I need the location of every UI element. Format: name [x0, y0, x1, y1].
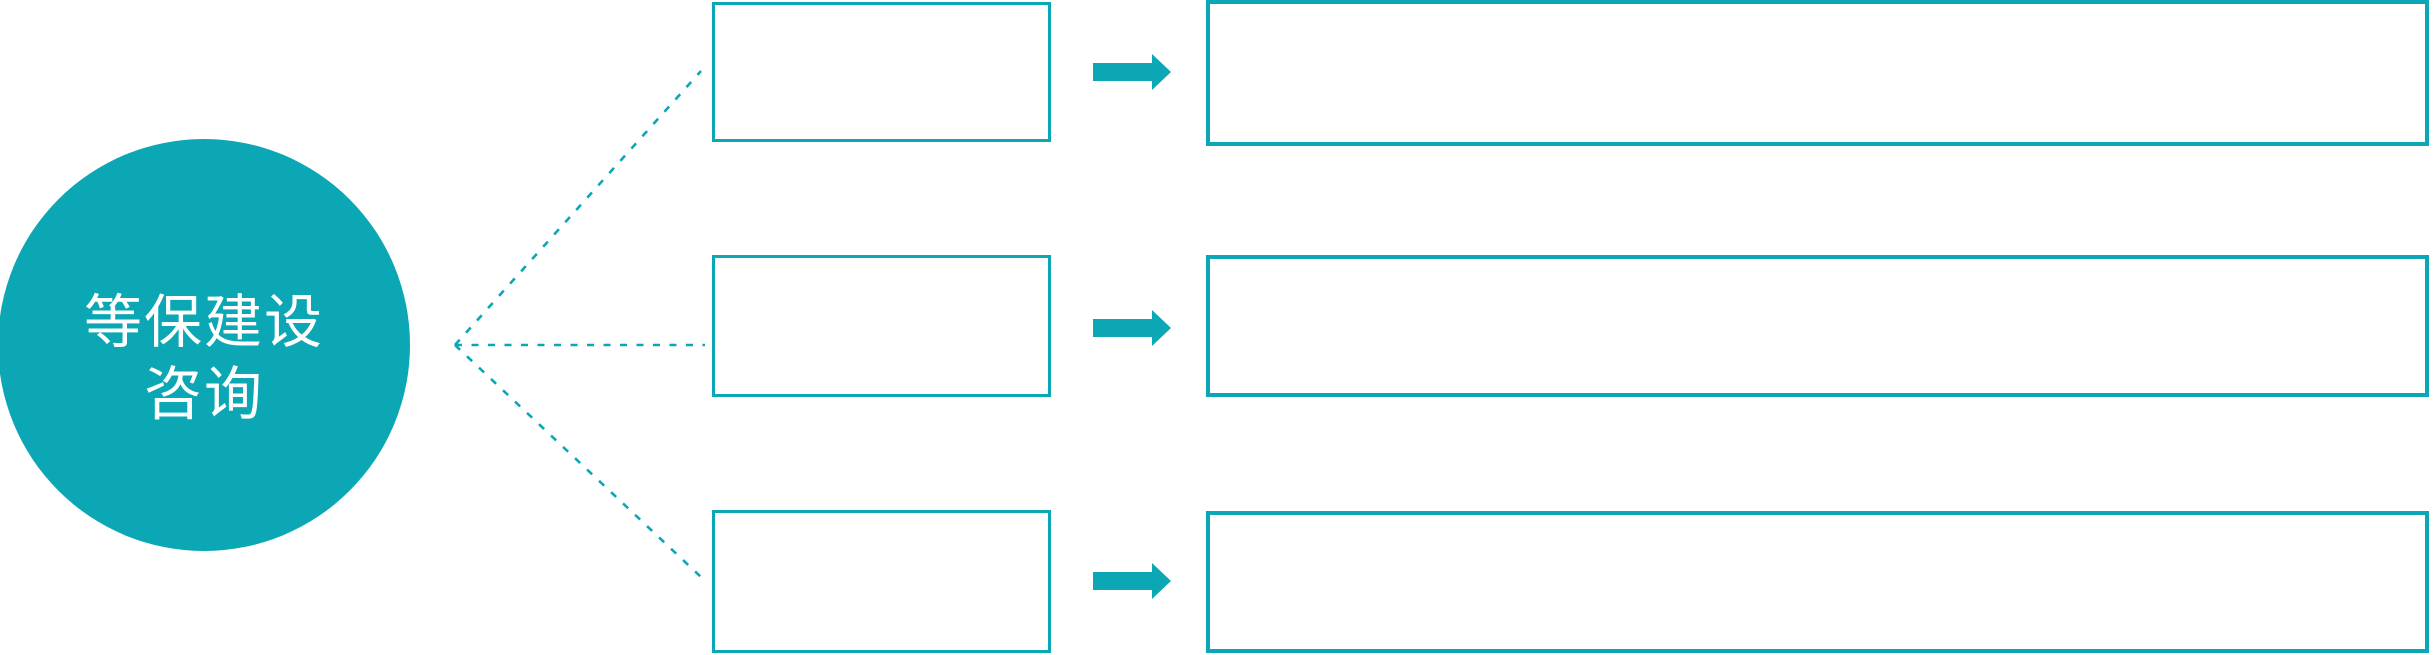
detail-box-3-label [1210, 515, 2425, 649]
stage-box-2-label [715, 258, 1048, 394]
detail-box-1 [1206, 0, 2429, 146]
right-block-arrow-icon [1093, 563, 1171, 599]
center-node-label-line2: 咨询 [143, 362, 264, 427]
stage-box-1-label [715, 5, 1048, 139]
detail-box-1-label [1210, 4, 2425, 142]
detail-box-3 [1206, 511, 2429, 653]
center-node-label: 等保建设 咨询 [84, 287, 324, 431]
center-node-circle: 等保建设 咨询 [0, 139, 410, 551]
stage-box-1 [712, 2, 1051, 142]
right-block-arrow-icon [1093, 54, 1171, 90]
right-block-arrow-icon [1093, 310, 1171, 346]
connector-line-top [454, 70, 702, 346]
stage-box-3-label [715, 513, 1048, 650]
detail-box-2-label [1210, 259, 2425, 393]
stage-box-2 [712, 255, 1051, 397]
stage-box-3 [712, 510, 1051, 653]
detail-box-2 [1206, 255, 2429, 397]
connector-line-bottom [454, 344, 702, 578]
center-node-label-line1: 等保建设 [83, 290, 324, 356]
